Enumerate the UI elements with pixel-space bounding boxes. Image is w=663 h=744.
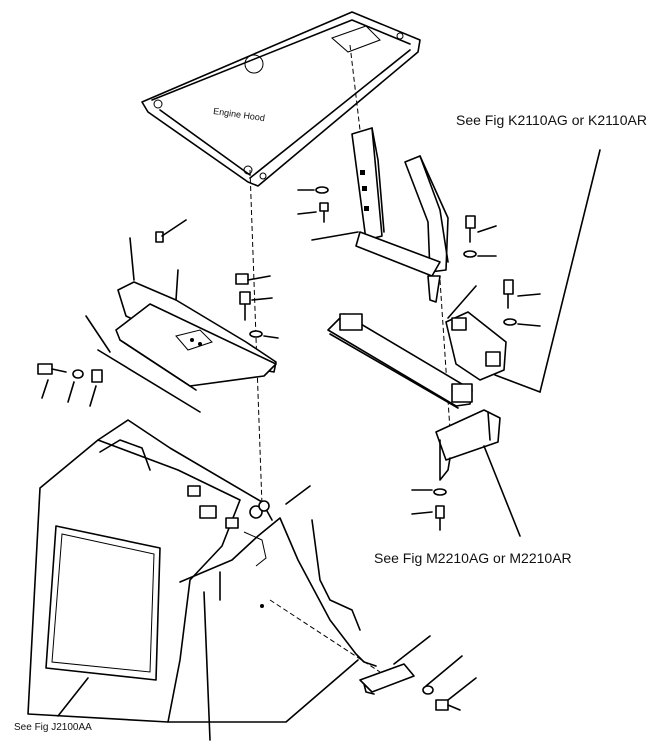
engine-mount — [445, 279, 541, 381]
foot-bracket — [359, 635, 477, 711]
leader-k — [539, 149, 601, 393]
left-support-bracket — [85, 219, 279, 413]
hood-mount-bracket — [351, 127, 449, 303]
cross-beam — [327, 313, 473, 409]
see-fig-m-label: See Fig M2210AG or M2210AR — [374, 550, 572, 566]
engine-hood — [141, 11, 421, 187]
bracket-hardware — [297, 186, 497, 258]
left-bolt-set — [37, 363, 103, 407]
lower-enclosure — [27, 419, 377, 741]
leader-k-tip — [494, 374, 541, 393]
lower-mount-plate — [411, 409, 521, 537]
see-fig-k-label: See Fig K2110AG or K2110AR — [456, 112, 647, 128]
alignment-lines — [249, 44, 451, 673]
see-fig-j-label: See Fig J2100AA — [14, 722, 92, 733]
